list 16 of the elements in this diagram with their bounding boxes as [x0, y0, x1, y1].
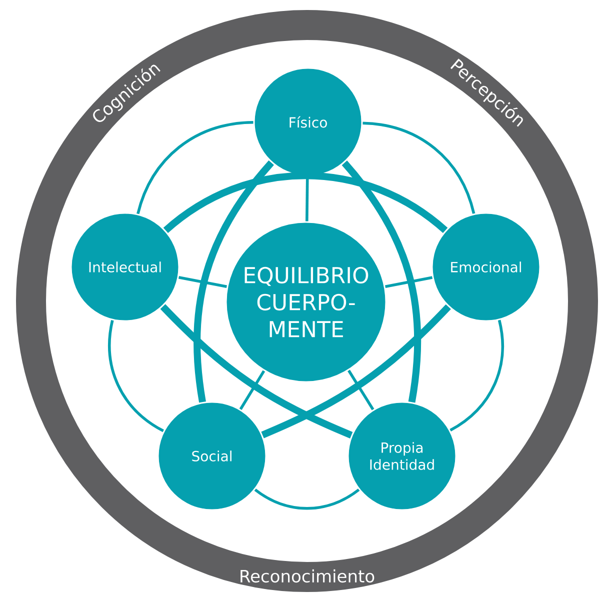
connector-line — [362, 122, 476, 214]
connector-line — [164, 172, 448, 234]
connector-line — [160, 304, 353, 438]
connector-line — [306, 176, 309, 222]
ring-label: Reconocimiento — [240, 569, 374, 583]
connector-line — [108, 320, 164, 432]
connector-line — [194, 160, 274, 403]
connector-line — [239, 370, 266, 410]
connector-line — [254, 488, 360, 510]
connector-line — [342, 160, 422, 403]
connector-line — [348, 370, 374, 410]
connector-line — [450, 320, 504, 432]
connector-line — [261, 304, 451, 438]
connector-line — [178, 276, 227, 288]
connector-line — [385, 276, 433, 288]
connector-line — [136, 120, 254, 214]
